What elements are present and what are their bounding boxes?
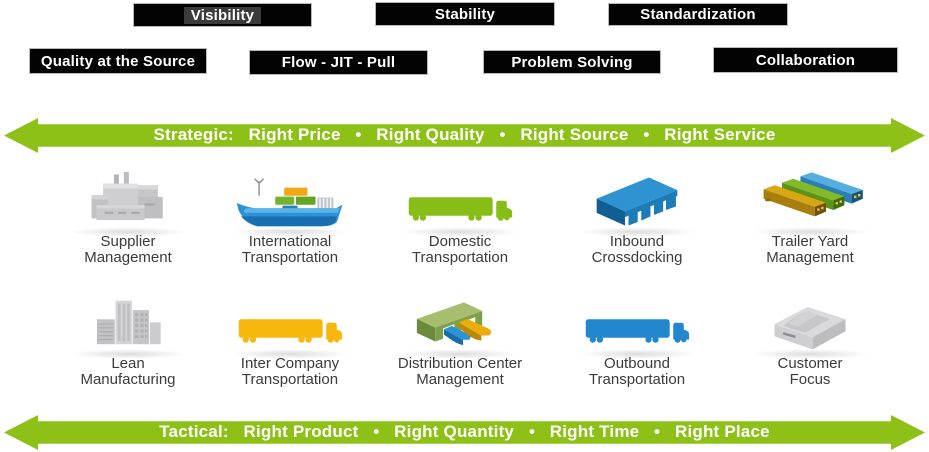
pillar-label: Collaboration bbox=[755, 51, 856, 69]
pillar-label: Quality at the Source bbox=[40, 52, 196, 70]
trailer-yard-icon bbox=[763, 172, 863, 217]
module-inter-company-transportation: Inter Company Transportation bbox=[205, 292, 375, 388]
module-label: Inter Company Transportation bbox=[240, 355, 340, 388]
double-arrow-icon bbox=[4, 415, 925, 450]
tactical-banner: Tactical: Right Product • Right Quantity… bbox=[3, 414, 926, 451]
module-inbound-crossdocking: Inbound Crossdocking bbox=[552, 170, 722, 266]
city-buildings-icon bbox=[96, 300, 161, 345]
tactical-banner-text: Tactical: Right Product • Right Quantity… bbox=[159, 422, 770, 441]
module-label: Lean Manufacturing bbox=[80, 355, 176, 388]
pillar-visibility: Visibility bbox=[133, 3, 312, 27]
module-trailer-yard-management: Trailer Yard Management bbox=[725, 170, 895, 266]
module-outbound-transportation: Outbound Transportation bbox=[552, 292, 722, 388]
pillar-label: Stability bbox=[434, 5, 496, 23]
store-icon bbox=[774, 306, 846, 350]
pillar-standardization: Standardization bbox=[608, 3, 788, 26]
green-truck-icon bbox=[408, 197, 513, 221]
pillar-quality-at-the-source: Quality at the Source bbox=[29, 48, 207, 74]
module-label: Supplier Management bbox=[84, 233, 172, 266]
module-label: Inbound Crossdocking bbox=[591, 233, 683, 266]
distribution-center-icon bbox=[416, 302, 492, 346]
module-domestic-transportation: Domestic Transportation bbox=[375, 170, 545, 266]
pillar-collaboration: Collaboration bbox=[713, 47, 898, 73]
strategic-banner-text: Strategic: Right Price • Right Quality •… bbox=[153, 125, 776, 144]
module-supplier-management: Supplier Management bbox=[43, 170, 213, 266]
pillar-label: Problem Solving bbox=[511, 53, 633, 71]
blue-crossdock-icon bbox=[596, 177, 678, 226]
strategic-banner: Strategic: Right Price • Right Quality •… bbox=[3, 117, 926, 154]
module-label: International Transportation bbox=[241, 233, 339, 266]
double-arrow-icon bbox=[4, 118, 925, 153]
module-label: Domestic Transportation bbox=[411, 233, 509, 266]
module-international-transportation: International Transportation bbox=[205, 170, 375, 266]
module-lean-manufacturing: Lean Manufacturing bbox=[43, 292, 213, 388]
yellow-truck-icon bbox=[238, 319, 343, 343]
pillar-label: Flow - JIT - Pull bbox=[281, 54, 396, 71]
pillar-label: Standardization bbox=[640, 6, 756, 23]
module-distribution-center-management: Distribution Center Management bbox=[375, 292, 545, 388]
pillar-flow-jit-pull: Flow - JIT - Pull bbox=[249, 50, 428, 75]
pillar-label: Visibility bbox=[183, 6, 262, 24]
factory-icon bbox=[91, 172, 163, 221]
module-customer-focus: Customer Focus bbox=[725, 292, 895, 388]
pillar-stability: Stability bbox=[375, 2, 555, 26]
module-label: Outbound Transportation bbox=[588, 355, 686, 388]
blue-truck-icon bbox=[585, 319, 690, 343]
container-ship-icon bbox=[236, 178, 343, 227]
module-label: Distribution Center Management bbox=[397, 355, 523, 388]
module-label: Trailer Yard Management bbox=[766, 233, 854, 266]
pillar-problem-solving: Problem Solving bbox=[483, 50, 661, 74]
module-label: Customer Focus bbox=[777, 355, 843, 388]
